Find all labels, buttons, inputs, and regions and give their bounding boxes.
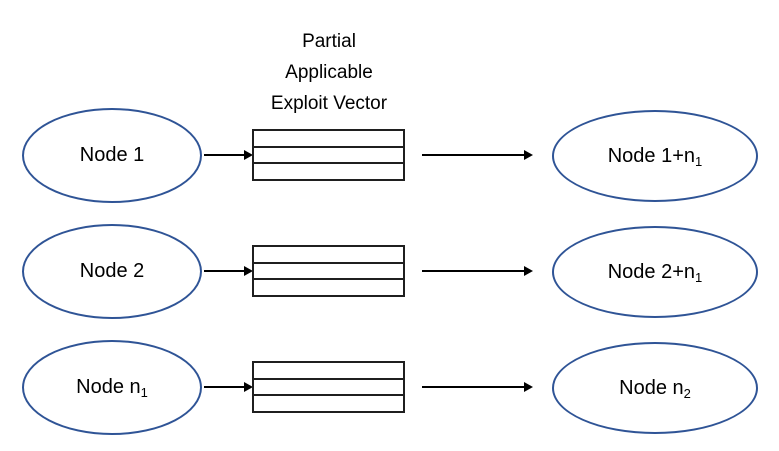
vector-cell xyxy=(254,145,403,163)
node-label: Node 1 xyxy=(80,144,145,167)
vector-cell xyxy=(254,247,403,262)
title-line-1: Partial xyxy=(302,31,356,52)
node-label-subscript: 2 xyxy=(683,385,691,401)
node-label: Node 1+n1 xyxy=(608,145,703,168)
arrowhead-icon xyxy=(244,266,253,276)
arrow-vector-to-node xyxy=(422,150,533,160)
node-label: Node n1 xyxy=(76,376,148,399)
arrow-node-to-vector xyxy=(204,266,253,276)
arrowhead-icon xyxy=(244,150,253,160)
arrow-shaft xyxy=(422,386,525,388)
arrow-shaft xyxy=(204,386,245,388)
node-ellipse-right-3: Node n2 xyxy=(552,342,758,434)
node-label-text: Node 1 xyxy=(79,144,145,166)
node-label-subscript: 1 xyxy=(695,269,703,285)
node-label: Node n2 xyxy=(619,377,691,400)
node-label-subscript: 1 xyxy=(695,153,703,169)
node-label: Node 2+n1 xyxy=(608,261,703,284)
arrowhead-icon xyxy=(524,266,533,276)
vector-cell xyxy=(254,363,403,378)
arrow-node-to-vector xyxy=(204,150,253,160)
node-label-text: Node n xyxy=(619,376,684,399)
node-label-subscript: 1 xyxy=(140,385,148,400)
node-label-text: Node 2+n xyxy=(607,260,696,283)
arrowhead-icon xyxy=(524,382,533,392)
vector-cell xyxy=(254,131,403,146)
node-ellipse-right-2: Node 2+n1 xyxy=(552,226,758,318)
title-line-2: Applicable xyxy=(285,62,373,83)
title-line-3: Exploit Vector xyxy=(270,93,388,114)
vector-cell xyxy=(254,162,403,180)
node-ellipse-left-1: Node 1 xyxy=(22,108,202,203)
node-label: Node 2 xyxy=(80,260,145,283)
diagram-row-1: Node 1 Node 1+n1 xyxy=(0,108,779,203)
vector-cell xyxy=(254,278,403,296)
vector-cell xyxy=(254,261,403,279)
arrow-shaft xyxy=(422,270,525,272)
node-ellipse-left-2: Node 2 xyxy=(22,224,202,319)
arrow-shaft xyxy=(204,154,245,156)
diagram-title: Partial Applicable Exploit Vector xyxy=(229,26,429,119)
arrow-shaft xyxy=(422,154,525,156)
exploit-vector-box-1 xyxy=(252,129,405,181)
exploit-vector-box-3 xyxy=(252,361,405,413)
node-ellipse-right-1: Node 1+n1 xyxy=(552,110,758,202)
vector-cell xyxy=(254,377,403,395)
node-label-text: Node 1+n xyxy=(607,144,696,167)
arrow-node-to-vector xyxy=(204,382,253,392)
arrow-shaft xyxy=(204,270,245,272)
exploit-vector-box-2 xyxy=(252,245,405,297)
node-ellipse-left-3: Node n1 xyxy=(22,340,202,435)
node-label-text: Node 2 xyxy=(79,260,145,282)
diagram-row-3: Node n1 Node n2 xyxy=(0,340,779,435)
arrowhead-icon xyxy=(524,150,533,160)
node-label-text: Node n xyxy=(76,376,141,398)
arrow-vector-to-node xyxy=(422,266,533,276)
arrowhead-icon xyxy=(244,382,253,392)
diagram-row-2: Node 2 Node 2+n1 xyxy=(0,224,779,319)
arrow-vector-to-node xyxy=(422,382,533,392)
vector-cell xyxy=(254,394,403,412)
